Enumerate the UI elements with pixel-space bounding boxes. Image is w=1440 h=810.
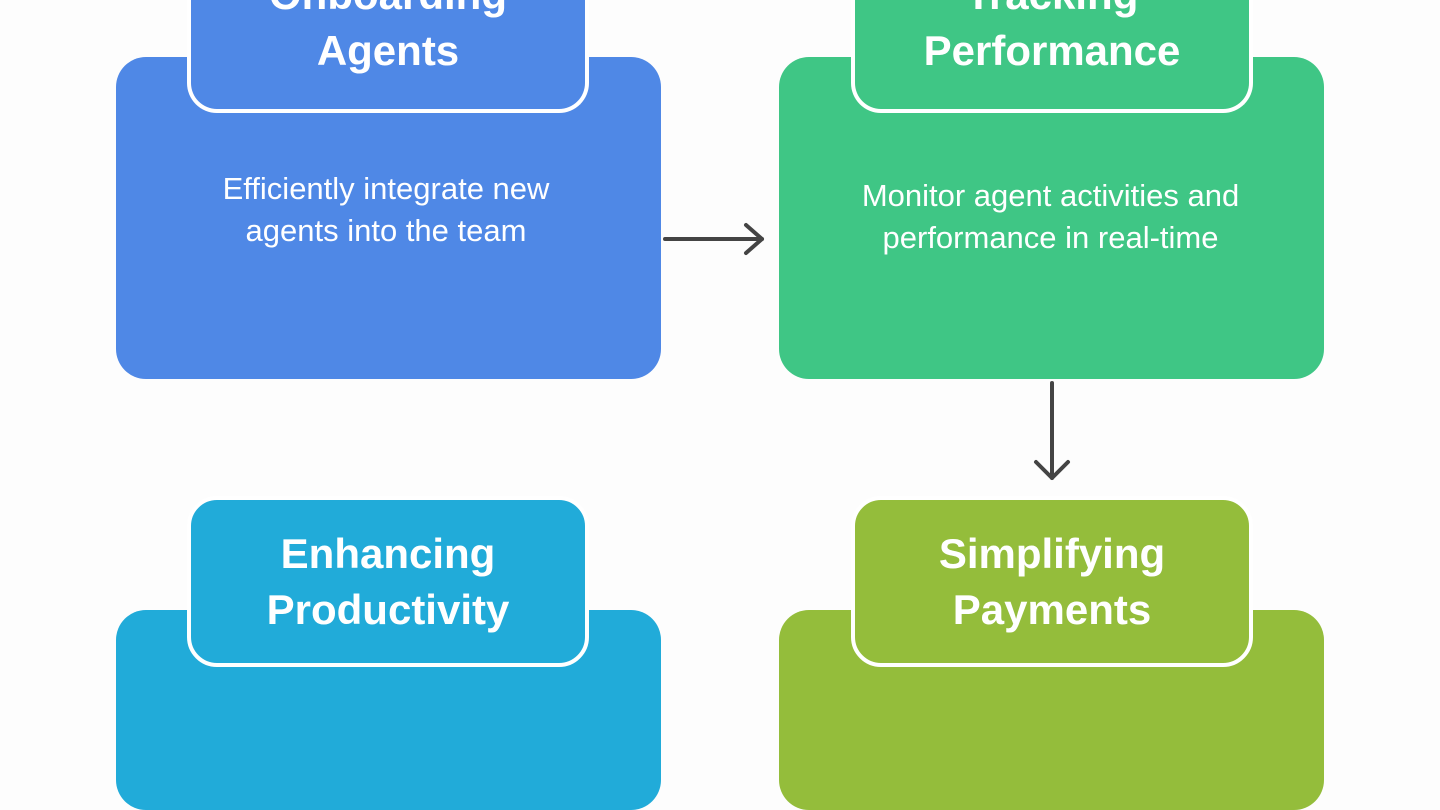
step-title-line2: Performance [923, 27, 1181, 74]
step-title-line1: Tracking [966, 0, 1139, 23]
step-title-line2: Productivity [266, 585, 510, 633]
step-title-tracking: Tracking Performance [851, 0, 1253, 113]
step-title-line1: Onboarding [269, 0, 507, 23]
arrow-right-icon [663, 223, 764, 255]
step-title-line2: Agents [316, 27, 460, 74]
step-title-simplifying: Simplifying Payments [851, 496, 1253, 667]
arrow-down-icon [1034, 381, 1070, 480]
step-title-enhancing: Enhancing Productivity [187, 496, 589, 667]
step-description-onboarding: Efficiently integrate new agents into th… [222, 171, 550, 248]
step-title-onboarding: Onboarding Agents [187, 0, 589, 113]
step-title-line1: Enhancing [280, 529, 496, 577]
step-title-line1: Simplifying [938, 529, 1166, 577]
step-description-tracking: Monitor agent activities and performance… [861, 178, 1240, 255]
step-title-line2: Payments [952, 585, 1152, 633]
